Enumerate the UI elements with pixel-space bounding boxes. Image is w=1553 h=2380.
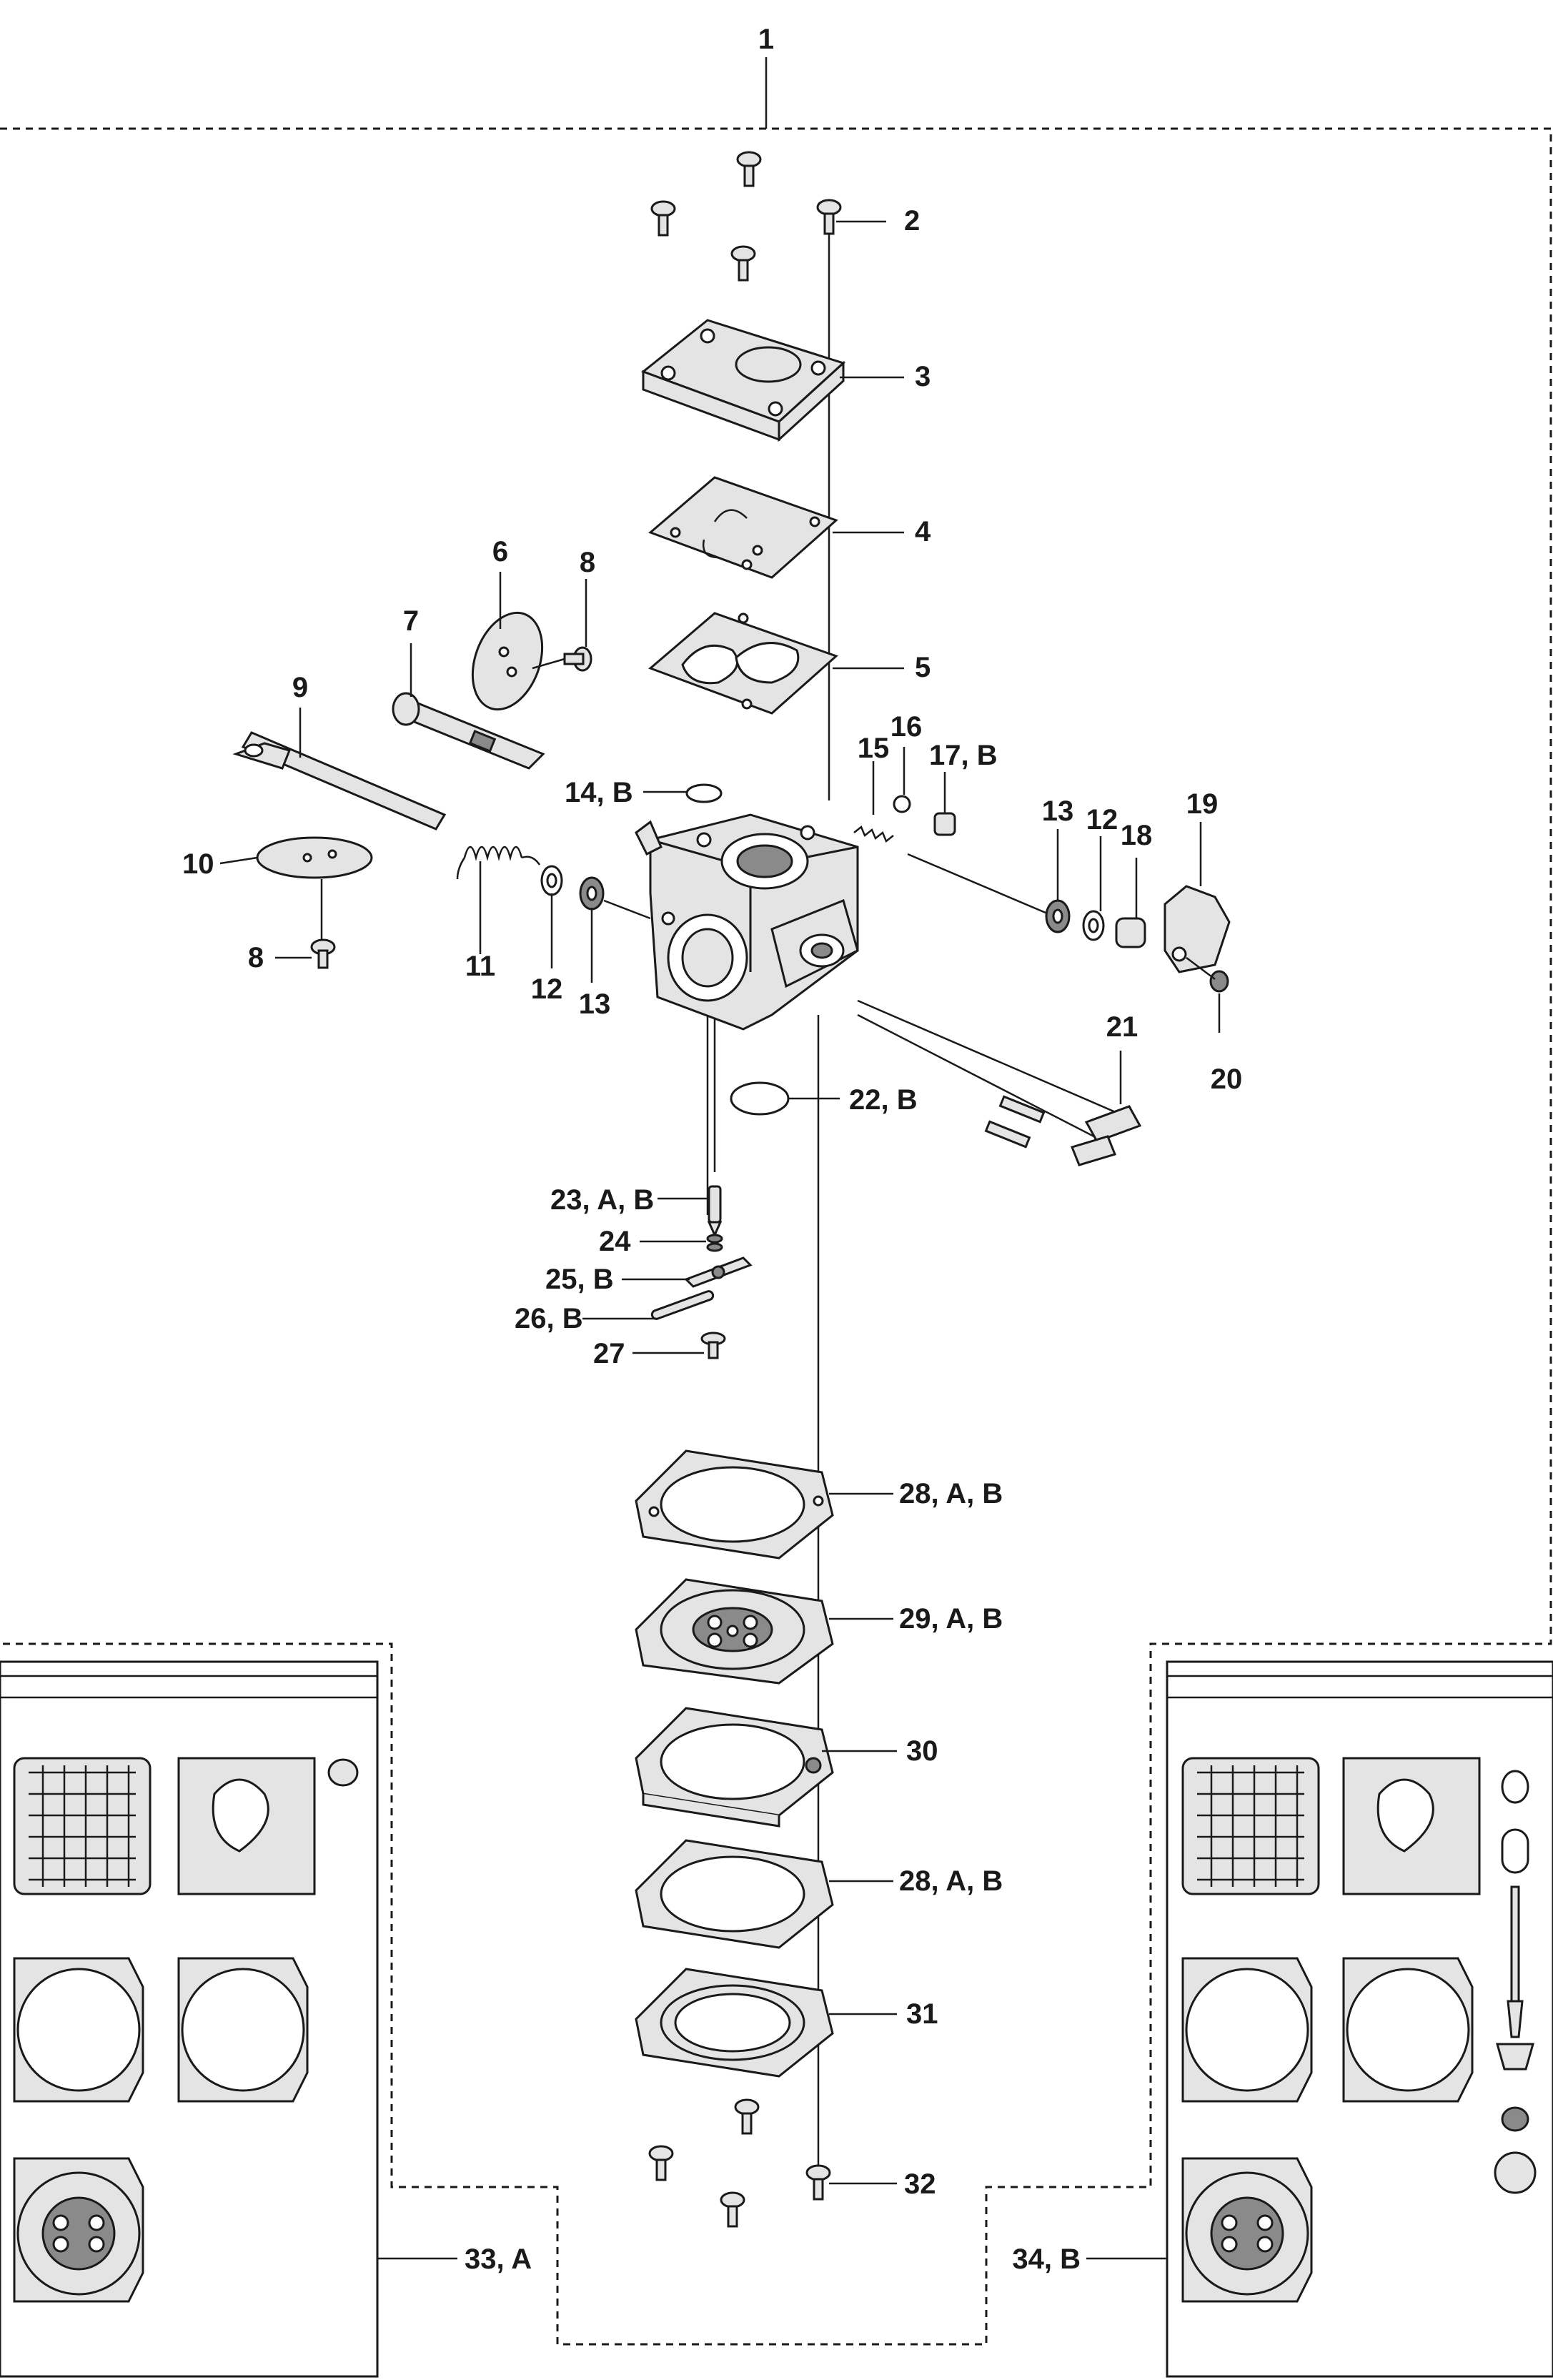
callout-33: 33, A [465,2243,532,2275]
gasket-28-lower [635,1839,834,1949]
callout-30: 30 [906,1735,938,1767]
callout-25: 25, B [545,1264,614,1295]
callout-16: 16 [890,711,923,743]
screw-bottom [734,2098,760,2135]
bushing [1115,917,1146,948]
callout-31: 31 [906,1998,938,2030]
check-ball [893,795,911,813]
throttle-shaft [392,692,545,770]
lever-screw-small [700,1332,726,1359]
screw-top [816,199,842,235]
callout-13-left: 13 [579,988,611,1020]
return-spring [456,846,541,880]
gasket-28-upper [635,1449,834,1560]
callout-15: 15 [858,733,890,764]
callout-23: 23, A, B [550,1184,654,1216]
callout-19: 19 [1186,788,1219,820]
throttle-plate [471,611,544,711]
callout-1: 1 [758,24,774,55]
pump-gasket [648,476,838,579]
screw-bottom [805,2164,831,2201]
callout-20: 20 [1211,1063,1243,1095]
callout-29: 29, A, B [899,1603,1003,1635]
metering-lever [684,1256,753,1288]
inlet-needle [707,1185,723,1238]
callout-24: 24 [599,1226,631,1257]
assembly-boundary [0,127,1552,2346]
choke-shaft [232,731,447,830]
callout-27: 27 [593,1338,625,1369]
screw-bottom [720,2191,745,2228]
choke-lever [1163,885,1231,973]
screw-bottom [648,2145,674,2181]
callout-10: 10 [182,848,214,880]
adjust-needle [998,1095,1142,1143]
adjust-needle [984,1120,1117,1166]
callout-12-right: 12 [1086,804,1118,836]
callout-3: 3 [915,361,931,392]
callout-2: 2 [904,205,920,237]
diaphragm-31 [635,1968,834,2078]
screw-top [650,200,676,237]
callout-8-bottom: 8 [248,942,264,973]
screw-top [730,245,756,282]
callout-21: 21 [1106,1011,1138,1043]
callout-28-lower: 28, A, B [899,1865,1003,1897]
needle-spring [853,825,894,843]
callout-18: 18 [1121,820,1153,851]
callout-32: 32 [904,2168,936,2200]
callout-11: 11 [465,951,495,982]
choke-screw [310,938,336,969]
callout-28-upper: 28, A, B [899,1478,1003,1509]
choke-plate [256,836,373,879]
plate-screw [563,646,592,672]
callout-4: 4 [915,516,931,547]
callout-8-top: 8 [580,547,595,578]
callout-7: 7 [403,605,419,637]
screw-top [736,151,762,187]
gasket-kit-b [1166,1660,1553,2378]
callout-9: 9 [292,672,308,703]
callout-14: 14, B [565,777,633,808]
lever-screw [1209,970,1229,993]
pump-diaphragm [648,612,838,715]
plate-30 [635,1707,834,1828]
diaphragm-29 [635,1578,834,1685]
callout-12-left: 12 [531,973,563,1005]
gasket-kit-a [0,1660,379,2378]
callout-17: 17, B [929,740,998,771]
carburetor-body [635,813,859,1031]
callout-34: 34, B [1012,2243,1081,2275]
needle-spring-small [706,1234,723,1252]
callout-5: 5 [915,652,931,683]
filter-screen [730,1081,790,1116]
callout-6: 6 [492,536,508,567]
plug [933,812,956,836]
pump-cover [640,319,845,442]
callout-26: 26, B [515,1303,583,1334]
welch-plug [685,783,723,803]
lever-pin [650,1290,715,1320]
callout-22: 22, B [849,1084,918,1116]
callout-13-right: 13 [1042,795,1074,827]
